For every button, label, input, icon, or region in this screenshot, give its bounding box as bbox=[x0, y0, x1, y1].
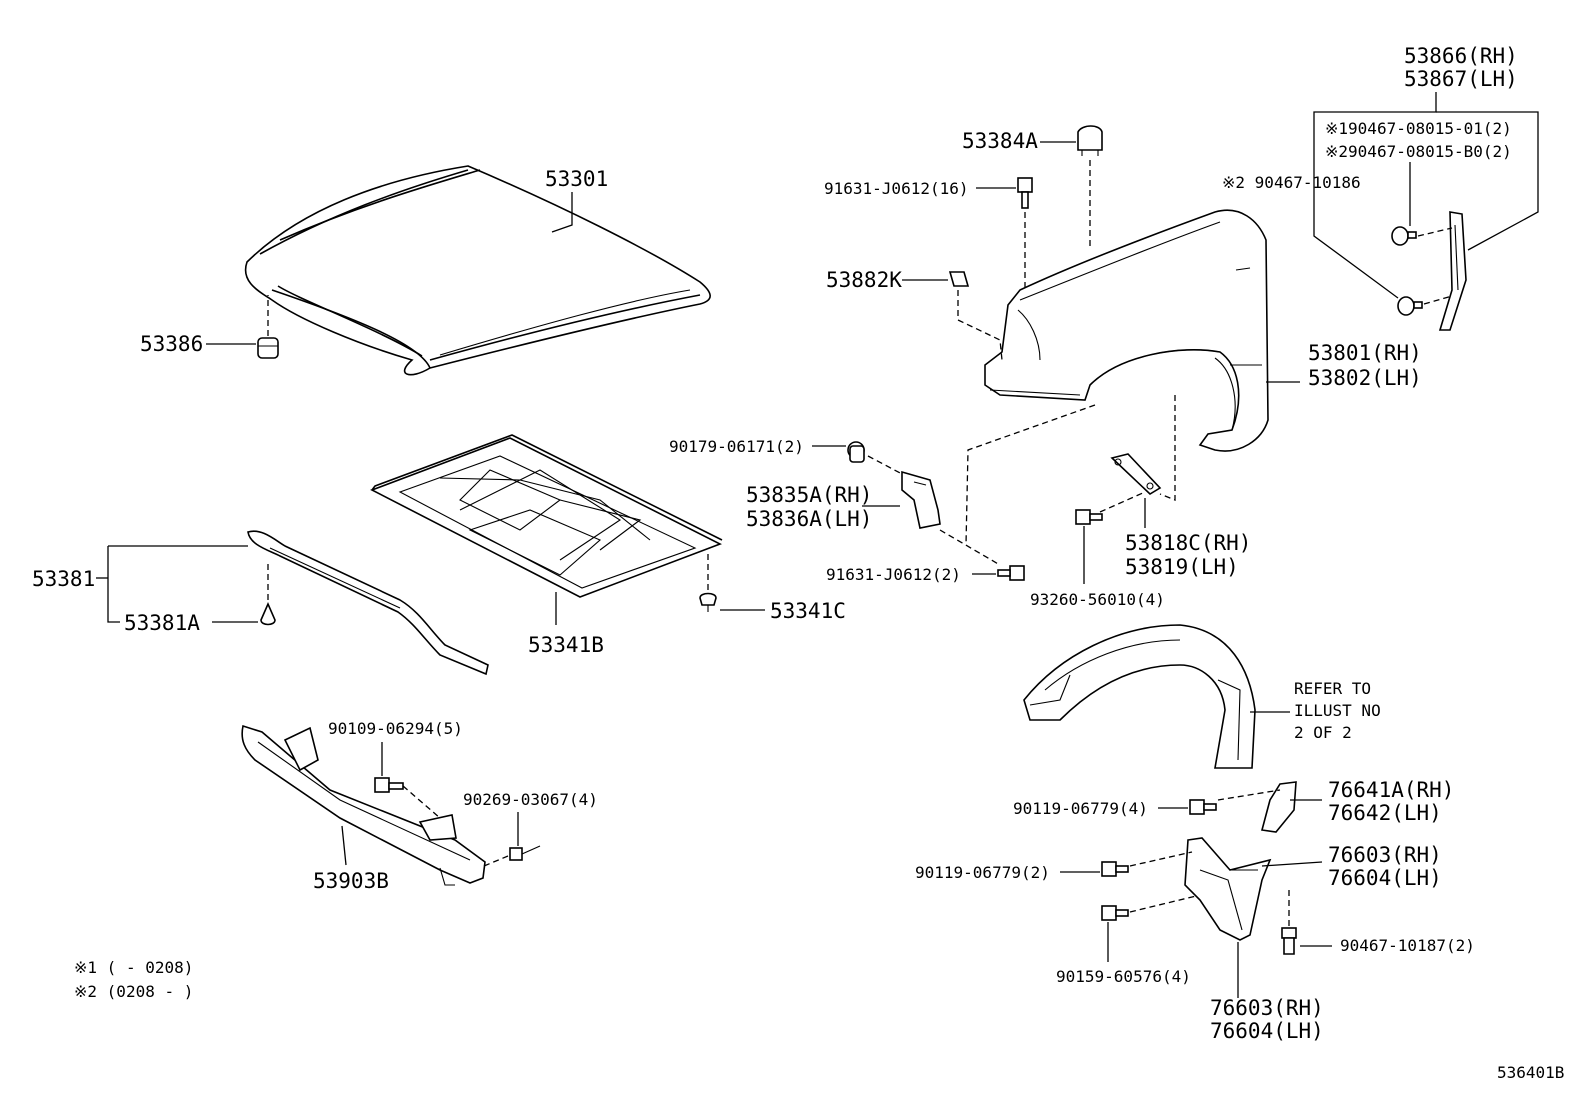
note-2: ※2 (0208 - ) bbox=[74, 982, 193, 1001]
label-53384A: 53384A bbox=[962, 129, 1038, 153]
bolt-90119-4-part bbox=[1189, 799, 1217, 815]
label-53381: 53381 bbox=[32, 567, 95, 591]
label-90467-08015-B0: ※290467-08015-B0(2) bbox=[1325, 142, 1512, 161]
fender-bracket-53818C-part bbox=[1110, 453, 1162, 495]
bolt-90109-part bbox=[374, 777, 404, 793]
label-90467-10186: ※2 90467-10186 bbox=[1222, 173, 1361, 192]
label-53341B: 53341B bbox=[528, 633, 604, 657]
label-91631-J0612-16: 91631-J0612(16) bbox=[824, 179, 969, 198]
label-53341C: 53341C bbox=[770, 599, 846, 623]
front-fender-part bbox=[984, 209, 1269, 452]
moulding-clip-upper-part bbox=[1391, 226, 1417, 246]
fender-moulding-part bbox=[1438, 211, 1467, 331]
label-refer-3: 2 OF 2 bbox=[1294, 723, 1352, 742]
label-90119-06779-4: 90119-06779(4) bbox=[1013, 799, 1148, 818]
label-90467-08015-01: ※190467-08015-01(2) bbox=[1325, 119, 1512, 138]
seal-clip-part bbox=[260, 602, 276, 626]
label-53836A: 53836A(LH) bbox=[746, 507, 872, 531]
label-90467-10187: 90467-10187(2) bbox=[1340, 936, 1475, 955]
label-76641A: 76641A(RH) bbox=[1328, 778, 1454, 802]
hood-seal-part bbox=[247, 530, 489, 676]
label-90119-06779-2: 90119-06779(2) bbox=[915, 863, 1050, 882]
fender-liner-part bbox=[1023, 624, 1256, 769]
label-refer-1: REFER TO bbox=[1294, 679, 1371, 698]
label-91631-J0612-2: 91631-J0612(2) bbox=[826, 565, 961, 584]
label-76642: 76642(LH) bbox=[1328, 801, 1442, 825]
label-90159-60576: 90159-60576(4) bbox=[1056, 967, 1191, 986]
fender-clip-53384A-part bbox=[1077, 125, 1103, 156]
mudguard-part bbox=[1184, 837, 1272, 941]
clip-90467-10187-part bbox=[1281, 927, 1297, 955]
bolt-91631-16-part bbox=[1017, 177, 1033, 209]
hood-bumper-part bbox=[257, 337, 279, 359]
mudguard-bracket-76641A-part bbox=[1260, 781, 1297, 833]
label-53386: 53386 bbox=[140, 332, 203, 356]
label-76603-lower: 76603(RH) bbox=[1210, 996, 1324, 1020]
fender-bracket-53882K-part bbox=[948, 271, 970, 287]
label-76604-lower: 76604(LH) bbox=[1210, 1019, 1324, 1043]
label-refer-2: ILLUST NO bbox=[1294, 701, 1381, 720]
label-53819: 53819(LH) bbox=[1125, 555, 1239, 579]
bolt-93260-part bbox=[1075, 509, 1103, 525]
rivet-90269-part bbox=[509, 845, 541, 861]
hood-insulator-part bbox=[370, 434, 723, 598]
figure-id: 536401B bbox=[1497, 1063, 1564, 1082]
nut-90179-part bbox=[847, 441, 865, 463]
label-53866: 53866(RH) bbox=[1404, 44, 1518, 68]
label-90179-06171: 90179-06171(2) bbox=[669, 437, 804, 456]
label-76603-upper: 76603(RH) bbox=[1328, 843, 1442, 867]
label-53381A: 53381A bbox=[124, 611, 200, 635]
bolt-90159-part bbox=[1101, 905, 1129, 921]
label-53882K: 53882K bbox=[826, 268, 902, 292]
bolt-90119-2-part bbox=[1101, 861, 1129, 877]
label-53867: 53867(LH) bbox=[1404, 67, 1518, 91]
label-53801: 53801(RH) bbox=[1308, 341, 1422, 365]
label-53301: 53301 bbox=[545, 167, 608, 191]
hood-part bbox=[244, 165, 711, 376]
label-53835A: 53835A(RH) bbox=[746, 483, 872, 507]
moulding-clip-lower-part bbox=[1397, 296, 1423, 316]
label-90269-03067: 90269-03067(4) bbox=[463, 790, 598, 809]
label-93260-56010: 93260-56010(4) bbox=[1030, 590, 1165, 609]
fender-bracket-53835A-part bbox=[901, 470, 941, 529]
label-53818C: 53818C(RH) bbox=[1125, 531, 1251, 555]
label-53903B: 53903B bbox=[313, 869, 389, 893]
lock-support-part bbox=[241, 724, 486, 886]
insulator-clip-part bbox=[699, 592, 717, 612]
label-76604-upper: 76604(LH) bbox=[1328, 866, 1442, 890]
bolt-91631-2-part bbox=[997, 565, 1025, 581]
label-53802: 53802(LH) bbox=[1308, 366, 1422, 390]
note-1: ※1 ( - 0208) bbox=[74, 958, 193, 977]
label-90109-06294: 90109-06294(5) bbox=[328, 719, 463, 738]
